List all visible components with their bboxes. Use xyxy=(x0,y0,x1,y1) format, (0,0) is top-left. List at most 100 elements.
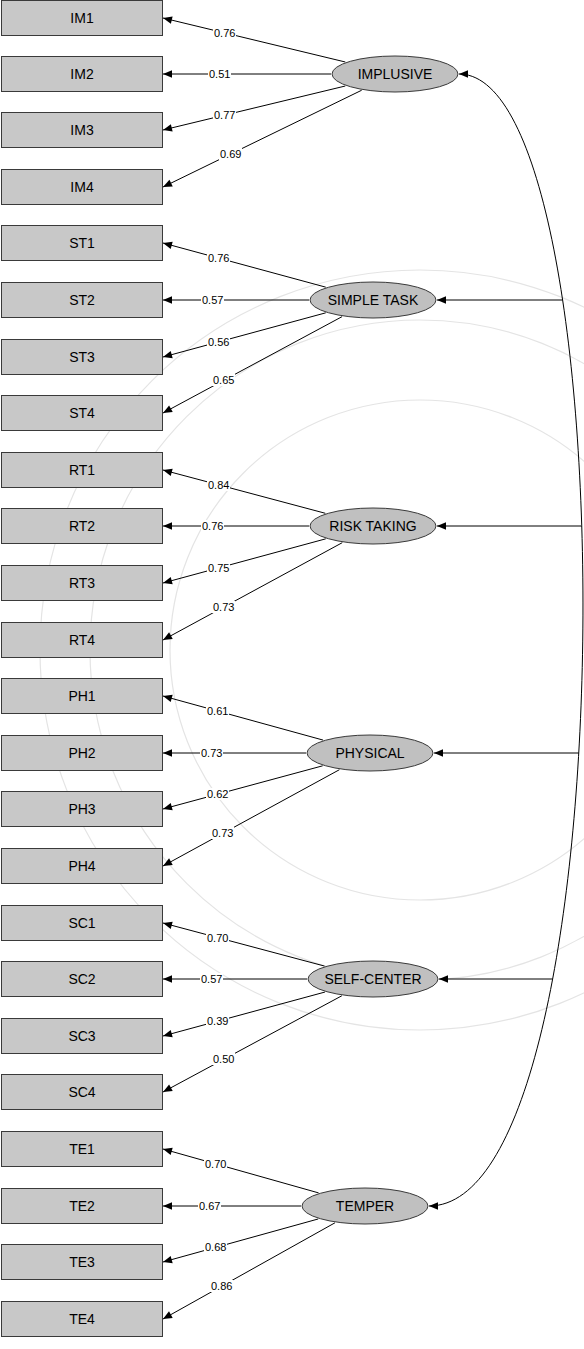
indicator-box: SC1 xyxy=(1,905,163,941)
loading-value: 0.56 xyxy=(207,336,230,348)
loading-value: 0.70 xyxy=(204,1158,227,1170)
branch-arrow xyxy=(439,975,553,983)
item-name: TE4 xyxy=(69,1311,95,1327)
indicator-box: ST1 xyxy=(1,225,163,261)
loading-line xyxy=(163,526,309,527)
indicator-box: IM1 xyxy=(1,0,163,36)
loading-line xyxy=(163,923,325,966)
connector xyxy=(163,1219,318,1263)
loading-value: 0.84 xyxy=(207,479,230,491)
item-name: RT2 xyxy=(69,518,95,534)
correlation-curve xyxy=(429,74,583,1206)
arrowhead xyxy=(163,632,173,640)
indicator-box: PH4 xyxy=(1,848,163,884)
item-name: TE2 xyxy=(69,1198,95,1214)
arrowhead xyxy=(163,577,173,584)
item-name: IM1 xyxy=(70,10,93,26)
indicator-box: ST4 xyxy=(1,395,163,431)
factor-name: PHYSICAL xyxy=(335,745,404,761)
arrowhead xyxy=(163,1202,172,1210)
connector xyxy=(429,70,583,1210)
item-name: RT4 xyxy=(69,632,95,648)
item-name: PH1 xyxy=(68,688,95,704)
arrowhead xyxy=(163,922,173,929)
item-name: ST3 xyxy=(69,349,95,365)
arrowhead xyxy=(434,749,443,757)
item-name: SC1 xyxy=(68,915,95,931)
factor-name: SELF-CENTER xyxy=(324,971,421,987)
branch-line xyxy=(437,526,582,527)
item-name: TE1 xyxy=(69,1141,95,1157)
arrowhead xyxy=(163,695,173,702)
latent-ellipse: PHYSICAL xyxy=(306,734,434,772)
loading-line xyxy=(163,1206,301,1207)
arrowhead xyxy=(163,803,173,810)
loading-line xyxy=(163,18,345,62)
item-name: ST4 xyxy=(69,405,95,421)
loading-value: 0.50 xyxy=(212,1053,235,1065)
branch-line xyxy=(434,753,579,754)
item-name: SC2 xyxy=(68,971,95,987)
loading-line xyxy=(163,1223,335,1319)
loading-value: 0.65 xyxy=(212,374,235,386)
connector xyxy=(163,86,345,132)
arrowhead xyxy=(163,522,172,530)
connector xyxy=(163,996,342,1092)
latent-ellipse: IMPLUSIVE xyxy=(331,55,459,93)
arrowhead xyxy=(439,975,448,983)
loading-value: 0.75 xyxy=(207,562,230,574)
indicator-box: SC3 xyxy=(1,1018,163,1054)
loading-value: 0.57 xyxy=(201,294,224,306)
loading-line xyxy=(163,90,362,187)
item-name: SC4 xyxy=(68,1084,95,1100)
loading-value: 0.61 xyxy=(206,705,229,717)
connector xyxy=(163,922,325,966)
loading-value: 0.67 xyxy=(198,1200,221,1212)
arrowhead xyxy=(163,16,173,23)
indicator-box: SC2 xyxy=(1,961,163,997)
arrowhead xyxy=(163,469,173,476)
connector xyxy=(163,695,323,740)
loading-value: 0.73 xyxy=(200,747,223,759)
connector xyxy=(163,770,339,866)
loading-value: 0.77 xyxy=(213,109,236,121)
item-name: PH4 xyxy=(68,858,95,874)
loading-line xyxy=(163,539,326,583)
loading-line xyxy=(163,313,326,357)
branch-arrow xyxy=(434,749,579,757)
loading-line xyxy=(163,86,345,130)
loading-line xyxy=(163,696,323,740)
arrowhead xyxy=(163,180,173,187)
branch-arrow xyxy=(437,522,582,530)
arrowhead xyxy=(437,296,446,304)
factor-name: IMPLUSIVE xyxy=(358,66,433,82)
item-name: ST1 xyxy=(69,235,95,251)
connector xyxy=(163,539,326,584)
arrowhead xyxy=(163,405,173,413)
arrowhead xyxy=(163,1084,173,1092)
indicator-box: ST2 xyxy=(1,282,163,318)
item-name: ST2 xyxy=(69,292,95,308)
item-name: SC3 xyxy=(68,1028,95,1044)
connector xyxy=(163,313,326,358)
arrowhead xyxy=(459,70,468,78)
connector xyxy=(163,1223,335,1319)
arrowhead xyxy=(163,242,173,249)
item-name: PH2 xyxy=(68,745,95,761)
connector xyxy=(163,749,306,757)
loading-line xyxy=(163,770,339,866)
connector xyxy=(163,543,342,640)
loading-value: 0.57 xyxy=(200,973,223,985)
connector xyxy=(163,1202,301,1210)
indicator-box: RT3 xyxy=(1,565,163,601)
loading-value: 0.76 xyxy=(213,27,236,39)
indicator-box: IM3 xyxy=(1,112,163,148)
branch-line xyxy=(439,979,553,980)
factor-name: TEMPER xyxy=(336,1198,394,1214)
branch-line xyxy=(437,300,563,301)
indicator-box: RT1 xyxy=(1,452,163,488)
arrowhead xyxy=(163,70,172,78)
loading-line xyxy=(163,992,325,1036)
arrowhead xyxy=(437,522,446,530)
indicator-box: RT4 xyxy=(1,622,163,658)
